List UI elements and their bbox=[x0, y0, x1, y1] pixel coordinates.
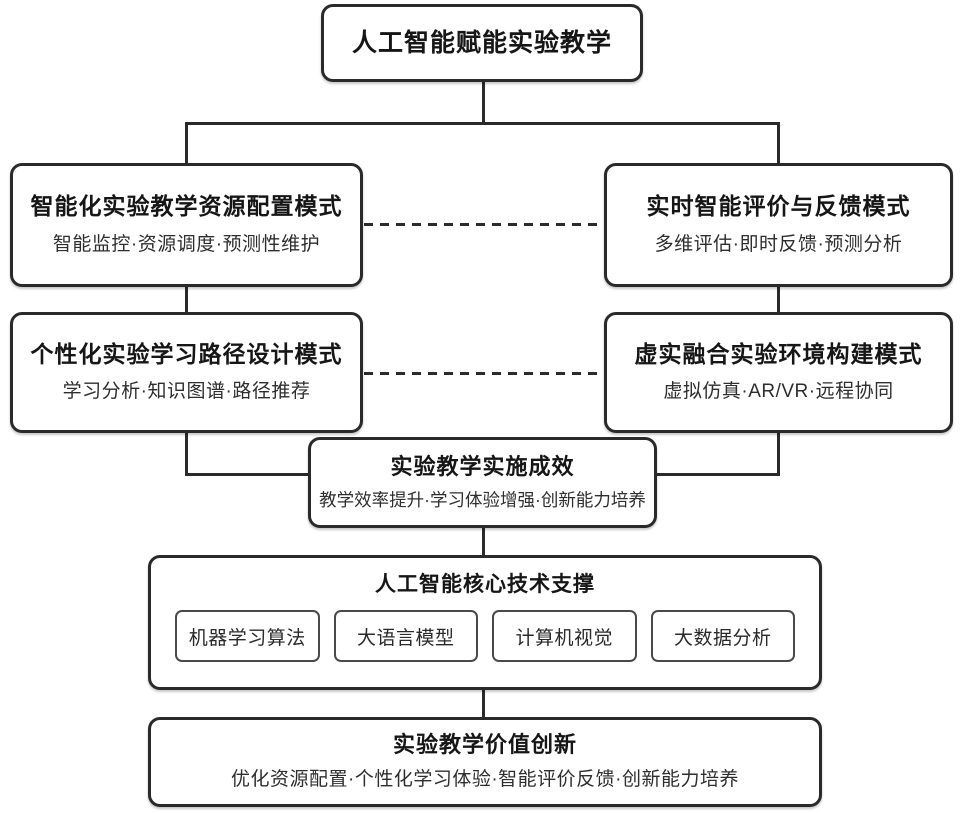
value-innovation-box: 实验教学价值创新 优化资源配置·个性化学习体验·智能评价反馈·创新能力培养 bbox=[148, 717, 822, 807]
mode-box-resource-allocation: 智能化实验教学资源配置模式 智能监控·资源调度·预测性维护 bbox=[10, 163, 363, 287]
connector-right-low-drop bbox=[777, 432, 780, 476]
value-subtitle: 优化资源配置·个性化学习体验·智能评价反馈·创新能力培养 bbox=[231, 768, 739, 790]
tech-chip-row: 机器学习算法 大语言模型 计算机视觉 大数据分析 bbox=[151, 610, 819, 663]
tech-chip-llm: 大语言模型 bbox=[333, 610, 478, 663]
mode-subtitle: 虚拟仿真·AR/VR·远程协同 bbox=[663, 381, 894, 403]
connector-right-to-outcome bbox=[655, 473, 780, 476]
connector-tech-to-value bbox=[482, 689, 485, 718]
mode-title: 虚实融合实验环境构建模式 bbox=[634, 340, 923, 367]
outcome-box: 实验教学实施成效 教学效率提升·学习体验增强·创新能力培养 bbox=[308, 437, 657, 528]
mode-box-virtual-real-environment: 虚实融合实验环境构建模式 虚拟仿真·AR/VR·远程协同 bbox=[604, 312, 953, 433]
connector-hub-horizontal bbox=[185, 122, 780, 125]
mode-title: 智能化实验教学资源配置模式 bbox=[30, 193, 343, 220]
mode-title: 实时智能评价与反馈模式 bbox=[646, 193, 911, 220]
outcome-subtitle: 教学效率提升·学习体验增强·创新能力培养 bbox=[319, 489, 646, 510]
value-title: 实验教学价值创新 bbox=[392, 732, 577, 758]
mode-box-personalized-path: 个性化实验学习路径设计模式 学习分析·知识图谱·路径推荐 bbox=[10, 312, 363, 433]
root-title: 人工智能赋能实验教学 bbox=[351, 29, 612, 57]
tech-chip-machine-learning: 机器学习算法 bbox=[175, 610, 320, 663]
mode-subtitle: 学习分析·知识图谱·路径推荐 bbox=[62, 381, 311, 403]
connector-dashed-lower bbox=[364, 372, 604, 375]
connector-dashed-upper bbox=[364, 223, 604, 226]
mode-box-realtime-evaluation: 实时智能评价与反馈模式 多维评估·即时反馈·预测分析 bbox=[604, 163, 953, 287]
mode-title: 个性化实验学习路径设计模式 bbox=[30, 340, 343, 367]
tech-support-title: 人工智能核心技术支撑 bbox=[375, 573, 595, 596]
connector-right-branch-drop bbox=[777, 122, 780, 164]
root-box: 人工智能赋能实验教学 bbox=[321, 4, 643, 82]
connector-left-to-outcome bbox=[185, 473, 310, 476]
outcome-title: 实验教学实施成效 bbox=[390, 454, 575, 480]
tech-chip-computer-vision: 计算机视觉 bbox=[492, 610, 637, 663]
connector-right-mid bbox=[777, 286, 780, 313]
connector-root-drop bbox=[482, 82, 485, 123]
tech-support-box: 人工智能核心技术支撑 机器学习算法 大语言模型 计算机视觉 大数据分析 bbox=[148, 555, 822, 690]
mode-subtitle: 智能监控·资源调度·预测性维护 bbox=[52, 233, 321, 255]
connector-left-low-drop bbox=[185, 432, 188, 476]
tech-chip-big-data: 大数据分析 bbox=[650, 610, 795, 663]
connector-left-branch-drop bbox=[185, 122, 188, 164]
mode-subtitle: 多维评估·即时反馈·预测分析 bbox=[654, 233, 903, 255]
connector-left-mid bbox=[185, 286, 188, 313]
connector-outcome-to-tech bbox=[482, 527, 485, 556]
